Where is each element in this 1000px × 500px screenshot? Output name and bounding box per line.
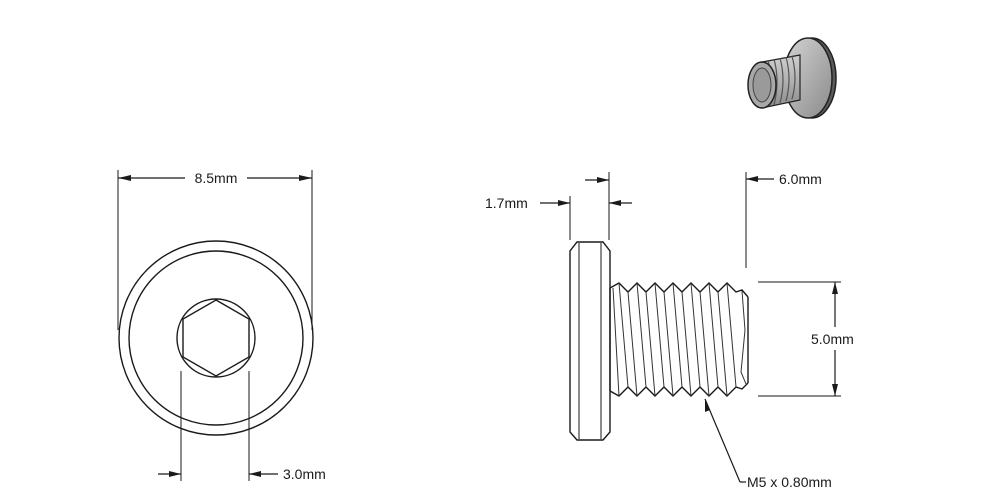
head-inner-circle [128, 250, 304, 426]
label-thread-spec: M5 x 0.80mm [747, 474, 832, 490]
socket-circle [176, 298, 256, 378]
isometric-render [747, 37, 837, 119]
dimension-head-height: 1.7mm [485, 172, 632, 240]
dimension-thread-diameter: 5.0mm [758, 281, 854, 397]
front-view [118, 240, 314, 436]
thread-profile [609, 282, 749, 397]
screw-head-profile [569, 241, 611, 441]
label-hex-socket: 3.0mm [283, 466, 326, 482]
label-thread-diameter: 5.0mm [811, 331, 854, 347]
dimension-hex-socket: 3.0mm [158, 371, 326, 482]
label-thread-length: 6.0mm [779, 171, 822, 187]
side-view [569, 241, 749, 441]
leader-thread-spec: M5 x 0.80mm [704, 398, 832, 490]
dimension-thread-length: 6.0mm [745, 171, 822, 268]
label-head-height: 1.7mm [485, 195, 528, 211]
label-head-diameter: 8.5mm [195, 170, 238, 186]
head-outer-circle [118, 240, 314, 436]
dimension-head-diameter: 8.5mm [117, 170, 313, 330]
hex-socket [182, 299, 250, 377]
